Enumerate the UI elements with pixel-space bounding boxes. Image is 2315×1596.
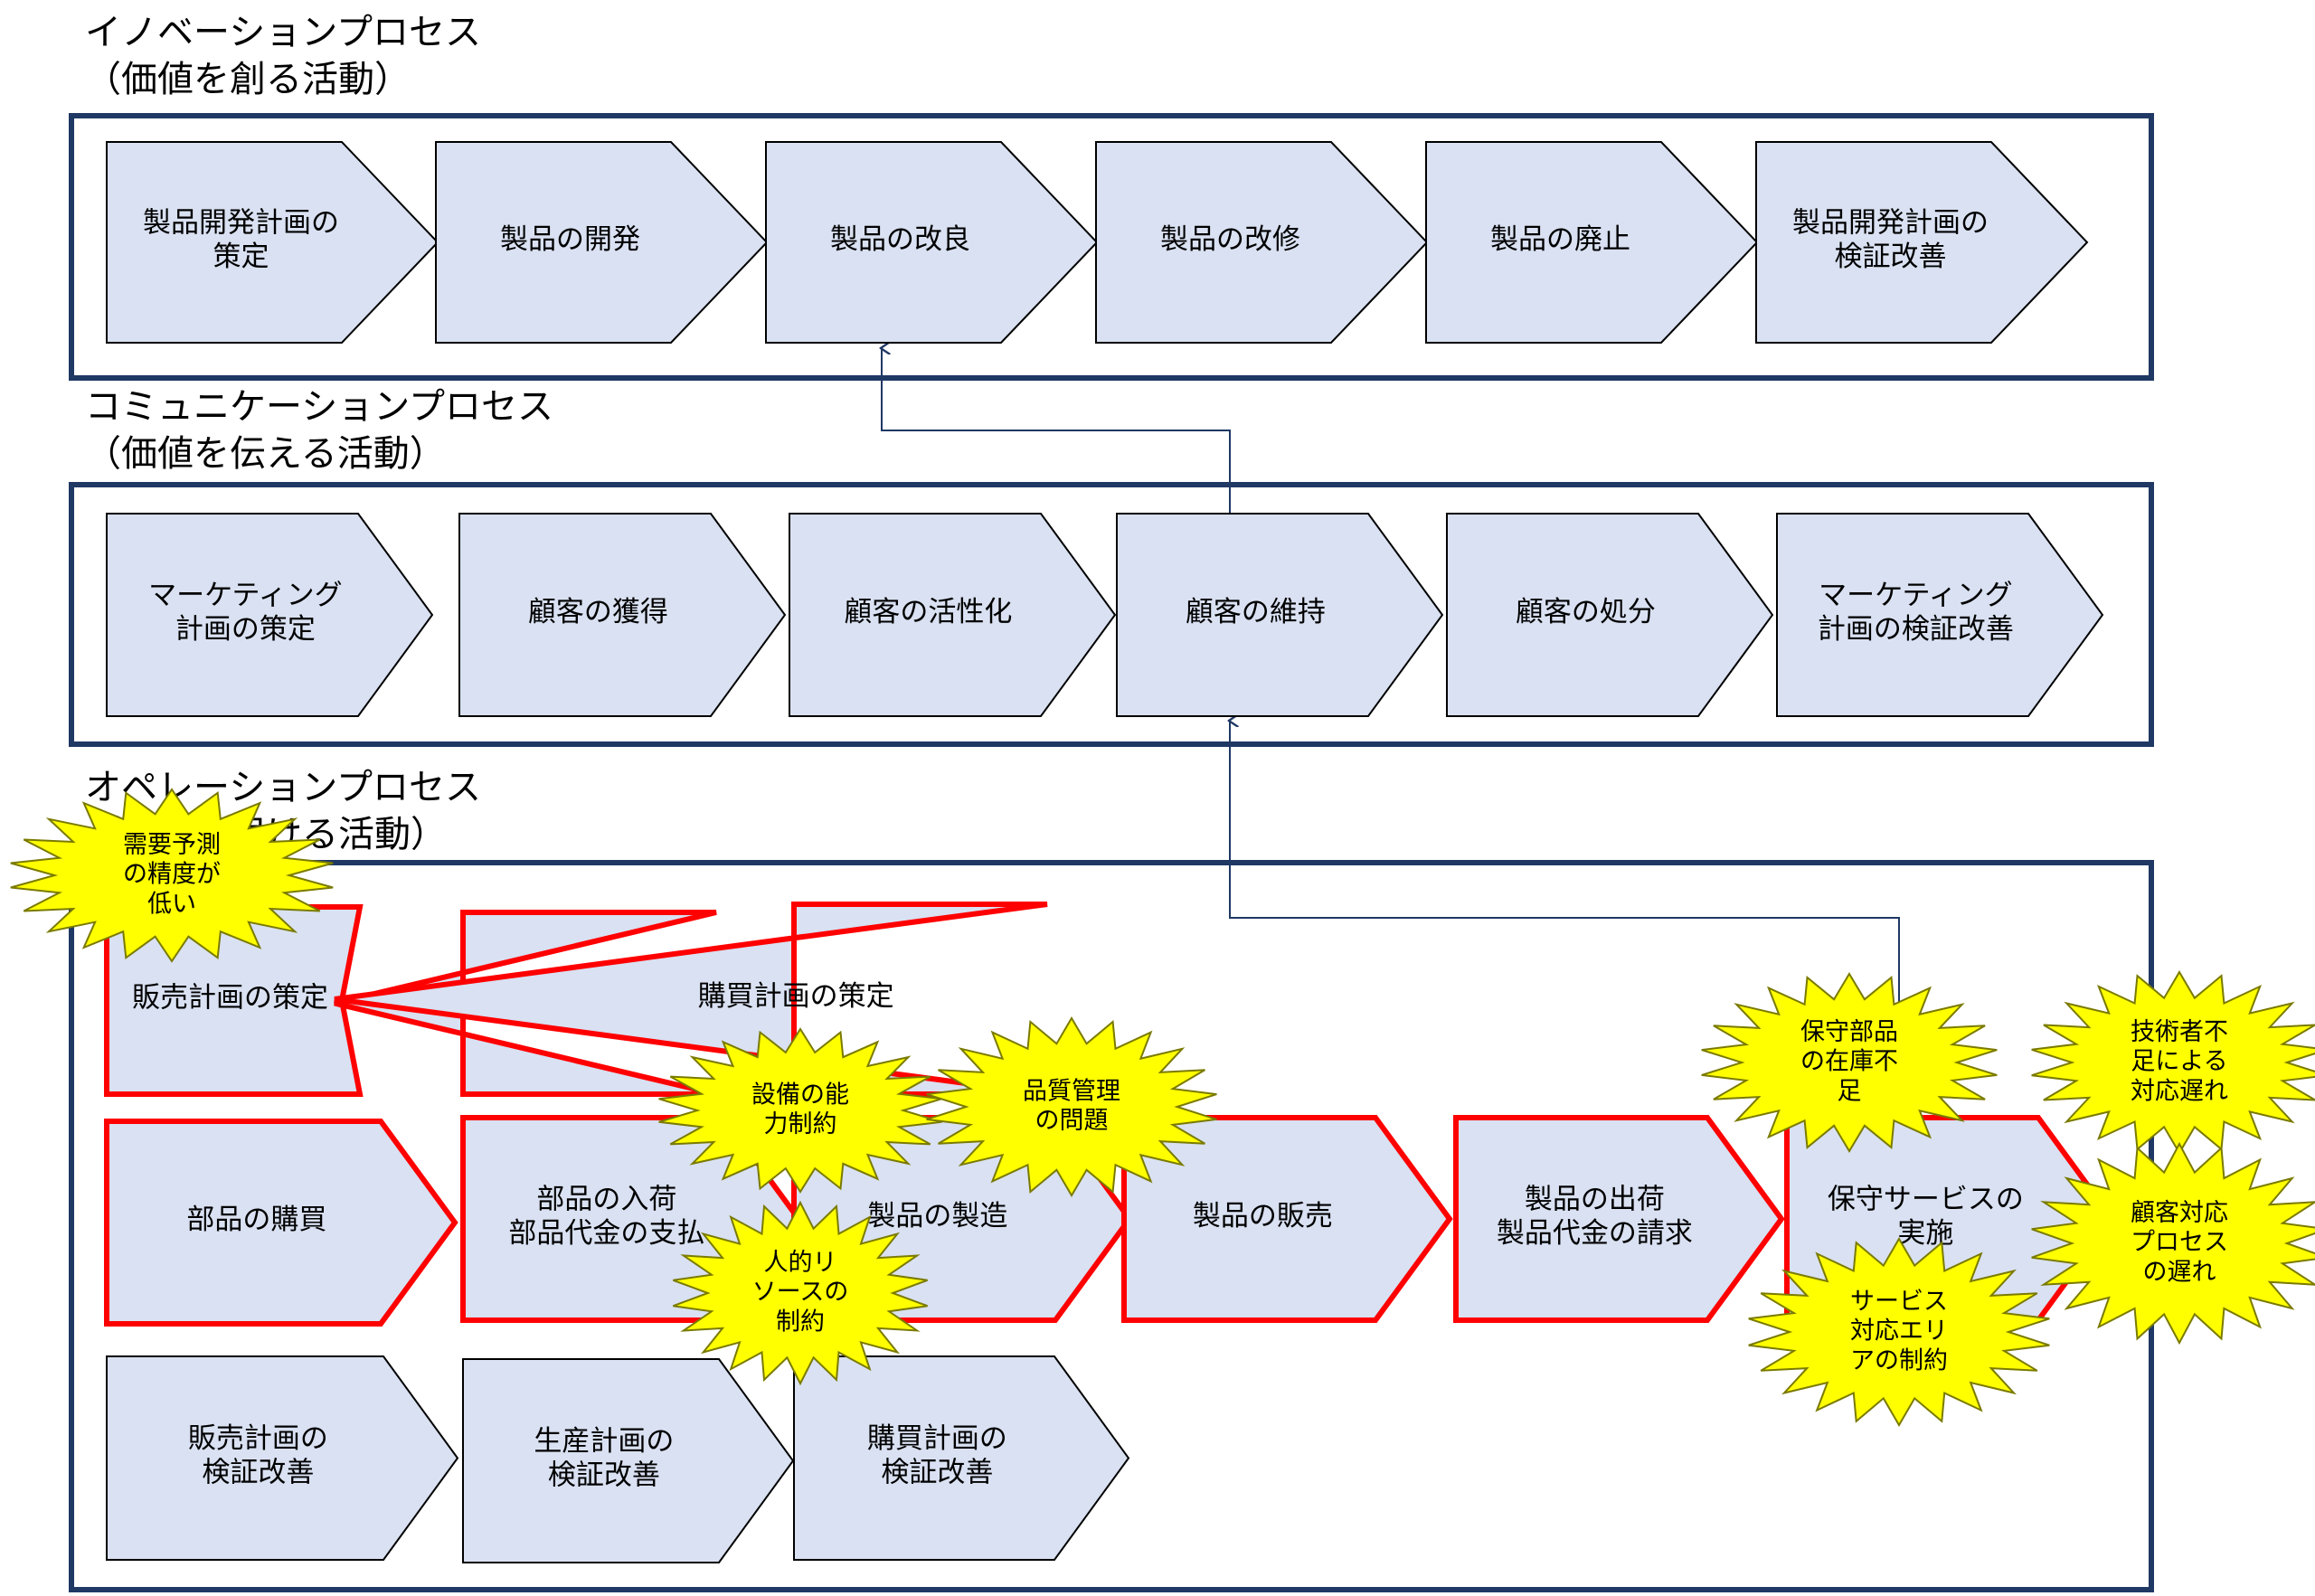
communication-step-5: 顧客の処分 bbox=[1446, 513, 1774, 717]
step-chevron-shape bbox=[1446, 513, 1774, 717]
issue-label: 技術者不足による対応遅れ bbox=[2131, 1018, 2228, 1106]
step-chevron-shape bbox=[1095, 141, 1429, 344]
step-label: 製品開発計画の検証改善 bbox=[1792, 206, 1989, 273]
issue-burst-shape bbox=[10, 788, 334, 963]
issue-label: サービス対応エリアの制約 bbox=[1850, 1288, 1948, 1375]
innovation-step-6: 製品開発計画の検証改善 bbox=[1755, 141, 2089, 344]
step-label: 製品の開発 bbox=[500, 223, 640, 256]
step-label: マーケティング計画の検証改善 bbox=[1818, 579, 2014, 646]
step-chevron-shape bbox=[789, 513, 1117, 717]
issue-burst-shape bbox=[658, 1027, 942, 1194]
operation-review-step-3: 購買計画の検証改善 bbox=[793, 1355, 1130, 1561]
step-label: 部品の入荷部品代金の支払 bbox=[508, 1183, 704, 1250]
operation-flow-step-1: 部品の購買 bbox=[104, 1119, 458, 1327]
connector-maintenance-to-customer-retention bbox=[1230, 721, 1900, 1004]
connector-customer-retention-to-product-improvement bbox=[882, 348, 1231, 513]
issue-burst-2: 設備の能力制約 bbox=[658, 1027, 942, 1194]
issue-burst-3: 品質管理の問題 bbox=[926, 1016, 1217, 1197]
step-label: 製品の製造 bbox=[867, 1200, 1007, 1232]
issue-burst-7: 顧客対応プロセスの遅れ bbox=[2031, 1141, 2315, 1346]
step-label: 部品の購買 bbox=[186, 1204, 326, 1236]
step-label: 製品開発計画の策定 bbox=[143, 206, 339, 273]
step-chevron-shape bbox=[1425, 141, 1759, 344]
operation-plan-step-3: 購買計画の策定 bbox=[334, 902, 1048, 1097]
step-chevron-shape bbox=[458, 513, 787, 717]
step-chevron-shape bbox=[765, 141, 1099, 344]
operation-review-step-1: 販売計画の検証改善 bbox=[106, 1355, 459, 1561]
issue-label: 人的リソースの制約 bbox=[752, 1249, 849, 1336]
step-chevron-shape bbox=[106, 1355, 459, 1561]
issue-burst-1: 需要予測の精度が低い bbox=[10, 788, 334, 963]
step-chevron-shape bbox=[1776, 513, 2104, 717]
communication-step-1: マーケティング計画の策定 bbox=[106, 513, 434, 717]
step-chevron-shape bbox=[334, 902, 1048, 1097]
issue-burst-shape bbox=[2031, 1141, 2315, 1346]
step-label: 顧客の獲得 bbox=[528, 596, 668, 628]
step-label: 顧客の維持 bbox=[1186, 596, 1326, 628]
issue-label: 品質管理の問題 bbox=[1023, 1077, 1120, 1135]
step-label: 保守サービスの実施 bbox=[1828, 1183, 2024, 1250]
communication-step-3: 顧客の活性化 bbox=[789, 513, 1117, 717]
step-label: 顧客の活性化 bbox=[844, 596, 1012, 628]
communication-section-title: コミュニケーションプロセス （価値を伝える活動） bbox=[85, 386, 553, 475]
issue-burst-shape bbox=[1748, 1237, 2050, 1427]
issue-burst-8: サービス対応エリアの制約 bbox=[1748, 1237, 2050, 1427]
issue-burst-5: 保守部品の在庫不足 bbox=[1701, 972, 1998, 1153]
step-chevron-shape bbox=[1453, 1115, 1785, 1323]
step-chevron-shape bbox=[106, 141, 439, 344]
innovation-process-frame bbox=[69, 113, 2154, 381]
step-label: 製品の販売 bbox=[1193, 1200, 1333, 1232]
step-label: 製品の改良 bbox=[830, 223, 970, 256]
issue-burst-shape bbox=[1701, 972, 1998, 1153]
step-label: マーケティング計画の策定 bbox=[148, 579, 343, 646]
step-label: 製品の出荷製品代金の請求 bbox=[1497, 1183, 1693, 1250]
step-chevron-shape bbox=[1755, 141, 2089, 344]
issue-burst-4: 人的リソースの制約 bbox=[673, 1200, 928, 1386]
step-chevron-shape bbox=[462, 1358, 795, 1563]
step-chevron-shape bbox=[1121, 1115, 1453, 1323]
issue-label: 顧客対応プロセスの遅れ bbox=[2131, 1199, 2228, 1287]
innovation-step-3: 製品の改良 bbox=[765, 141, 1099, 344]
step-chevron-shape bbox=[793, 1355, 1130, 1561]
step-chevron-shape bbox=[104, 1119, 458, 1327]
communication-step-4: 顧客の維持 bbox=[1116, 513, 1444, 717]
issue-label: 保守部品の在庫不足 bbox=[1800, 1018, 1898, 1106]
issue-label: 需要予測の精度が低い bbox=[123, 831, 221, 919]
step-label: 販売計画の検証改善 bbox=[188, 1422, 328, 1489]
issue-burst-6: 技術者不足による対応遅れ bbox=[2031, 970, 2315, 1155]
step-label: 製品の廃止 bbox=[1490, 223, 1630, 256]
issue-burst-shape bbox=[673, 1200, 928, 1386]
step-label: 生産計画の検証改善 bbox=[534, 1425, 674, 1492]
operation-flow-step-4: 製品の販売 bbox=[1121, 1115, 1453, 1323]
step-chevron-shape bbox=[435, 141, 769, 344]
operation-review-step-2: 生産計画の検証改善 bbox=[462, 1358, 795, 1563]
issue-burst-shape bbox=[926, 1016, 1217, 1197]
issue-label: 設備の能力制約 bbox=[751, 1081, 849, 1138]
communication-process-frame bbox=[69, 482, 2154, 747]
communication-step-2: 顧客の獲得 bbox=[458, 513, 787, 717]
step-chevron-shape bbox=[106, 513, 434, 717]
step-label: 販売計画の策定 bbox=[132, 982, 328, 1015]
step-label: 購買計画の検証改善 bbox=[867, 1422, 1007, 1489]
step-chevron-shape bbox=[1116, 513, 1444, 717]
step-label: 製品の改修 bbox=[1160, 223, 1300, 256]
innovation-step-1: 製品開発計画の策定 bbox=[106, 141, 439, 344]
innovation-step-4: 製品の改修 bbox=[1095, 141, 1429, 344]
step-label: 購買計画の策定 bbox=[698, 980, 894, 1013]
innovation-step-5: 製品の廃止 bbox=[1425, 141, 1759, 344]
step-label: 顧客の処分 bbox=[1516, 596, 1656, 628]
communication-step-6: マーケティング計画の検証改善 bbox=[1776, 513, 2104, 717]
innovation-step-2: 製品の開発 bbox=[435, 141, 769, 344]
operation-flow-step-5: 製品の出荷製品代金の請求 bbox=[1453, 1115, 1785, 1323]
innovation-section-title: イノベーションプロセス （価値を創る活動） bbox=[85, 12, 481, 100]
